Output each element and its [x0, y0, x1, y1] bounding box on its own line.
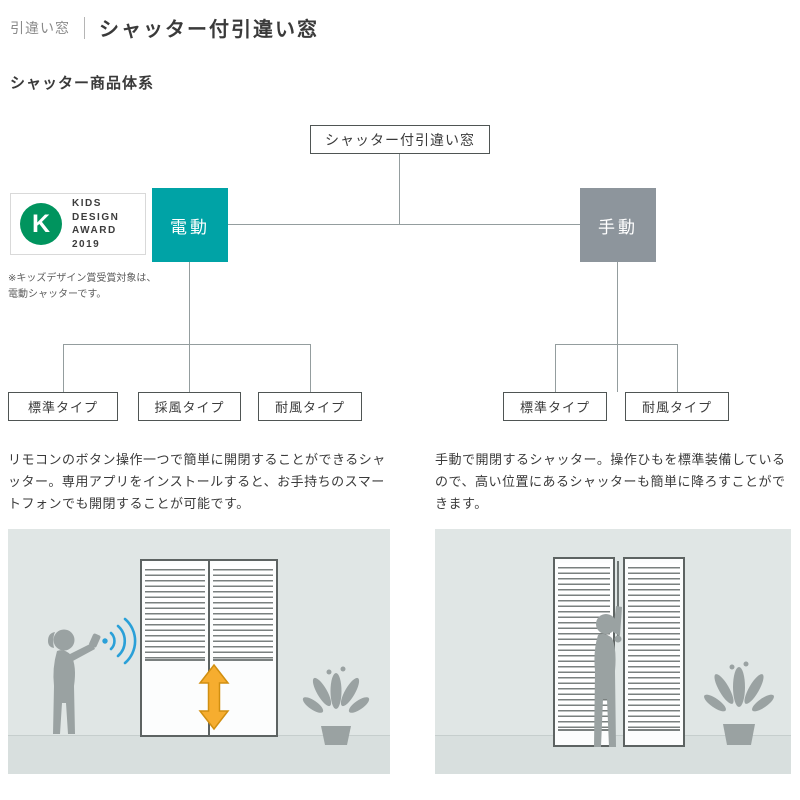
award-line-2: DESIGN: [72, 211, 120, 223]
wifi-signal-icon: [102, 617, 137, 665]
award-line-4: 2019: [72, 238, 101, 250]
connector-line: [617, 262, 618, 392]
plant-icon: [704, 661, 774, 746]
award-line-1: KIDS: [72, 198, 102, 209]
node-root-shutter-window: シャッター付引違い窓: [310, 125, 490, 154]
shutter-pane: [142, 561, 208, 735]
award-footnote: ※キッズデザイン賞受賞対象は、 電動シャッターです。: [8, 273, 157, 300]
description-row: リモコンのボタン操作一つで簡単に開閉することができるシャッター。専用アプリをイン…: [0, 449, 800, 515]
plant-icon: [302, 666, 370, 746]
shutter-pane: [208, 561, 276, 736]
connector-line: [228, 224, 580, 225]
connector-line: [555, 344, 556, 392]
node-manual-windresistant: 耐風タイプ: [625, 392, 729, 421]
electric-scene-overlay: [48, 617, 370, 746]
louver-slats: [628, 563, 680, 732]
node-electric-windresistant: 耐風タイプ: [258, 392, 362, 421]
shutter-door-right: [623, 557, 685, 748]
manual-description: 手動で開閉するシャッター。操作ひもを標準装備しているので、高い位置にあるシャッタ…: [435, 452, 786, 512]
node-electric: 電動: [152, 188, 228, 262]
kids-design-award-text: KIDS DESIGN AWARD 2019: [72, 197, 119, 251]
louver-slats: [145, 565, 205, 662]
node-manual-standard: 標準タイプ: [503, 392, 607, 421]
connector-line: [189, 262, 190, 392]
kids-design-award-logo-icon: K: [20, 203, 62, 245]
louver-slats: [213, 565, 273, 662]
manual-illustration: [435, 529, 791, 775]
kids-design-award-badge: K KIDS DESIGN AWARD 2019: [10, 193, 146, 255]
node-electric-ventilation: 採風タイプ: [138, 392, 241, 421]
electric-illustration: [8, 529, 390, 775]
award-line-3: AWARD: [72, 225, 117, 236]
product-tree-diagram: シャッター付引違い窓 電動 手動 K KIDS DESIGN AWARD 201…: [0, 107, 800, 437]
breadcrumb[interactable]: 引違い窓: [10, 19, 70, 36]
connector-line: [399, 154, 400, 225]
connector-line: [310, 344, 311, 392]
electric-description: リモコンのボタン操作一つで簡単に開閉することができるシャッター。専用アプリをイン…: [8, 452, 386, 512]
section-heading: シャッター商品体系: [10, 75, 155, 92]
page-title: シャッター付引違い窓: [99, 19, 319, 41]
illustration-row: [0, 529, 800, 775]
connector-line: [63, 344, 311, 345]
manual-scene-overlay: [594, 561, 774, 748]
person-silhouette: [48, 629, 101, 735]
open-close-arrow-icon: [198, 664, 230, 731]
connector-line: [63, 344, 64, 392]
node-manual: 手動: [580, 188, 656, 262]
person-silhouette: [594, 606, 622, 748]
header-divider: [84, 16, 85, 39]
connector-line: [555, 344, 678, 345]
connector-line: [677, 344, 678, 392]
page-header: 引違い窓 シャッター付引違い窓: [0, 0, 800, 42]
node-electric-standard: 標準タイプ: [8, 392, 118, 421]
